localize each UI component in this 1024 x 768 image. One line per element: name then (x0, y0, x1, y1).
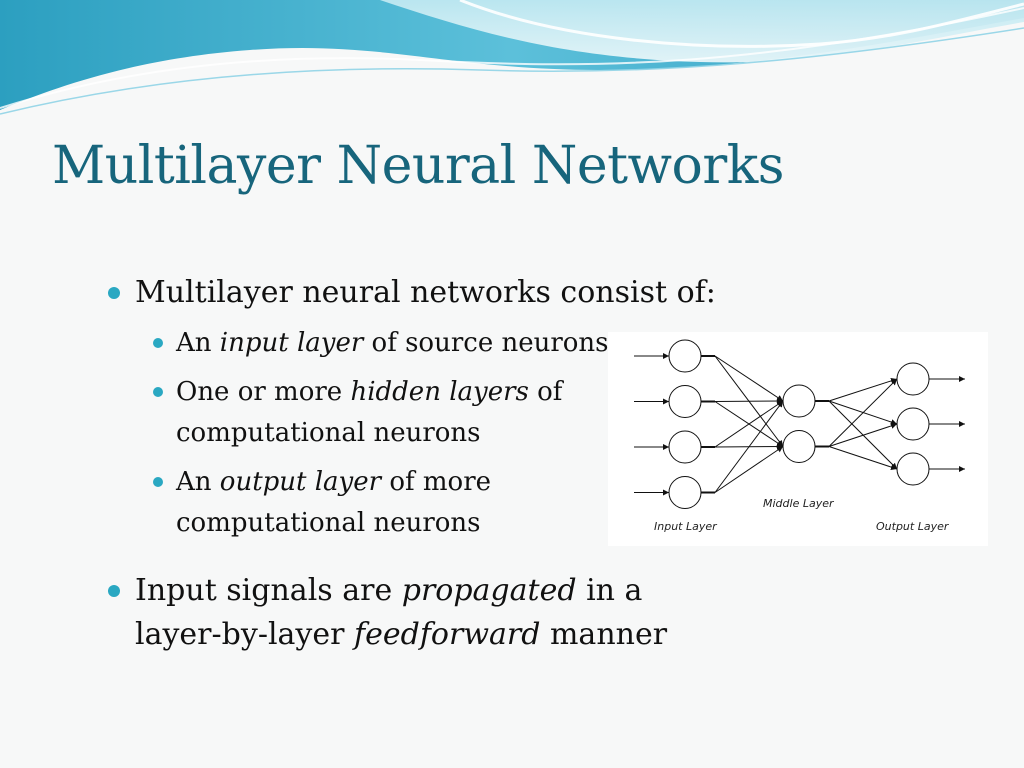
bullet-continuation: computational neurons (176, 418, 481, 448)
connection-edge (828, 377, 898, 402)
bullet-dot-icon (153, 387, 163, 397)
bullet-text: One or more (176, 377, 351, 407)
bullet-text-emphasis: propagated (401, 573, 577, 608)
connection-edge (714, 446, 784, 493)
sub-bullet-item: An output layer of more computational ne… (153, 462, 492, 544)
sub-bullet-item: One or more hidden layers of computation… (153, 372, 563, 454)
connection-edge (714, 355, 784, 402)
bullet-text-emphasis: output layer (219, 467, 382, 497)
output-layer-label: Output Layer (876, 520, 949, 533)
connection-edge (714, 400, 784, 448)
slide-title: Multilayer Neural Networks (52, 136, 784, 196)
bullet-text: layer-by-layer (135, 617, 355, 652)
bullet-dot-icon (108, 287, 120, 299)
bullet-text-emphasis: hidden layers (350, 377, 529, 407)
bullet-dot-icon (153, 477, 163, 487)
bullet-text: Input signals are (135, 573, 402, 608)
connection-edge (828, 446, 898, 470)
bullet-text: manner (540, 617, 668, 652)
bullet-item: Multilayer neural networks consist of: (108, 271, 716, 315)
output-neuron (896, 407, 930, 441)
hidden-neuron (782, 430, 816, 463)
bullet-item: Input signals are propagated in a layer-… (108, 569, 668, 657)
bullet-text: of (528, 377, 563, 407)
input-neuron (668, 339, 702, 373)
bullet-text: of more (381, 467, 492, 497)
bullet-dot-icon (153, 338, 163, 348)
connection-edge (714, 400, 784, 493)
network-diagram-svg (634, 339, 965, 509)
connection-edge (828, 378, 898, 447)
network-diagram: Input Layer Middle Layer Output Layer (608, 332, 988, 546)
input-neuron (668, 385, 702, 418)
bullet-text: in a (576, 573, 643, 608)
output-neuron (896, 362, 930, 396)
input-neuron (668, 476, 702, 509)
input-layer-label: Input Layer (654, 520, 717, 533)
input-neuron (668, 430, 702, 464)
sub-bullet-item: An input layer of source neurons (153, 323, 609, 364)
bullet-text: An (176, 328, 220, 358)
connection-edge (714, 398, 784, 405)
middle-layer-label: Middle Layer (763, 497, 834, 510)
bullet-dot-icon (108, 585, 120, 597)
hidden-neuron (782, 384, 816, 418)
bullet-text: Multilayer neural networks consist of: (135, 275, 716, 310)
connection-edge (828, 423, 898, 447)
bullet-continuation: computational neurons (176, 508, 481, 538)
output-neuron (896, 452, 930, 486)
bullet-text: of source neurons (363, 328, 609, 358)
header-wave-decoration (0, 0, 1024, 115)
bullet-text: An (176, 467, 220, 497)
bullet-text-emphasis: input layer (219, 328, 364, 358)
bullet-text-emphasis: feedforward (354, 617, 541, 652)
